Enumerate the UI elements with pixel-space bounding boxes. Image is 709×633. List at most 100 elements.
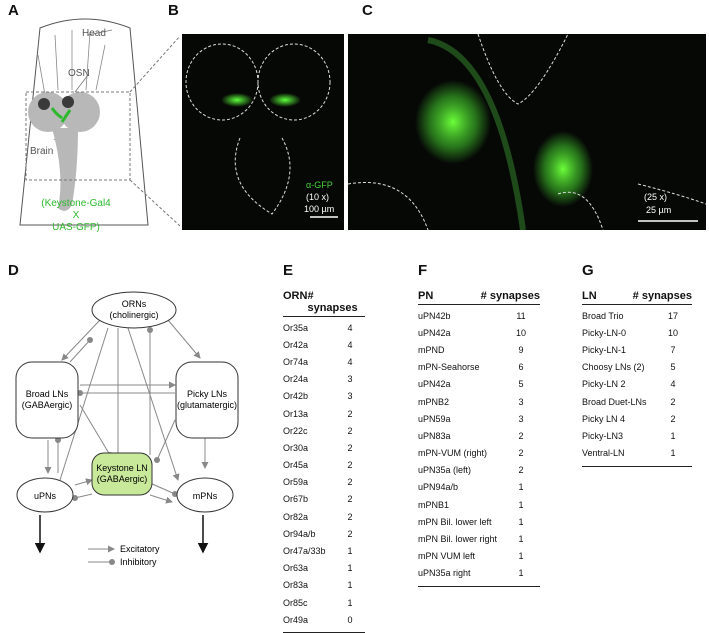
row-synapse-count: 1 xyxy=(670,448,676,459)
row-synapse-count: 9 xyxy=(518,344,524,355)
row-name: mPNB2 xyxy=(418,396,450,407)
row-synapse-count: 2 xyxy=(518,430,524,441)
row-name: Or35a xyxy=(283,322,309,333)
table-row: Or35a 4 xyxy=(283,319,365,336)
row-name: Or22c xyxy=(283,425,308,436)
orn-col-header: ORN xyxy=(283,290,308,302)
row-synapse-count: 1 xyxy=(347,580,353,591)
row-name: Or24a xyxy=(283,374,309,385)
row-name: Or30a xyxy=(283,442,309,453)
row-name: Picky-LN 2 xyxy=(582,379,626,390)
table-row: mPNB2 3 xyxy=(418,393,540,410)
row-name: Picky-LN-0 xyxy=(582,327,627,338)
picky-label-2: (glutamatergic) xyxy=(177,400,237,410)
pn-syn-col-header: # synapses xyxy=(480,290,540,302)
row-synapse-count: 1 xyxy=(518,551,524,562)
row-synapse-count: 3 xyxy=(518,396,524,407)
row-synapse-count: 5 xyxy=(518,379,524,390)
row-synapse-count: 11 xyxy=(516,310,526,321)
orns-label-2: (cholinergic) xyxy=(109,310,158,320)
row-synapse-count: 3 xyxy=(518,413,524,424)
table-row: mPND 9 xyxy=(418,341,540,358)
panel-label-e: E xyxy=(283,262,294,279)
row-synapse-count: 1 xyxy=(347,546,353,557)
genotype-line3: UAS-GFP) xyxy=(52,222,100,233)
row-synapse-count: 4 xyxy=(347,356,353,367)
ln-syn-col-header: # synapses xyxy=(632,290,692,302)
table-row: uPN42a 10 xyxy=(418,324,540,341)
row-synapse-count: 1 xyxy=(518,516,524,527)
picky-label-1: Picky LNs xyxy=(187,389,228,399)
row-name: uPN59a xyxy=(418,413,451,424)
orn-syn-col-header: # synapses xyxy=(307,290,358,314)
row-name: Choosy LNs (2) xyxy=(582,362,645,373)
pn-col-header: PN xyxy=(418,290,434,302)
row-synapse-count: 2 xyxy=(347,511,353,522)
head-label: Head xyxy=(82,28,106,39)
row-synapse-count: 2 xyxy=(670,413,676,424)
row-synapse-count: 2 xyxy=(670,396,676,407)
row-synapse-count: 10 xyxy=(515,327,526,338)
row-name: Or67b xyxy=(283,494,309,505)
keystone-label-1: Keystone LN xyxy=(96,463,148,473)
row-synapse-count: 2 xyxy=(518,465,524,476)
row-name: Or85c xyxy=(283,597,308,608)
row-name: Broad Duet-LNs xyxy=(582,396,647,407)
row-synapse-count: 10 xyxy=(667,327,678,338)
panel-label-a: A xyxy=(8,2,19,19)
table-row: Broad Duet-LNs 2 xyxy=(582,393,692,410)
table-row: Or82a 2 xyxy=(283,508,365,525)
row-name: mPNB1 xyxy=(418,499,450,510)
row-synapse-count: 1 xyxy=(347,597,353,608)
row-name: uPN83a xyxy=(418,430,451,441)
row-synapse-count: 1 xyxy=(518,568,524,579)
row-synapse-count: 1 xyxy=(518,534,524,545)
panel-label-g: G xyxy=(582,262,594,279)
row-name: Ventral-LN xyxy=(582,448,625,459)
table-row: uPN35a (left) 2 xyxy=(418,462,540,479)
mag-label-c: (25 x) xyxy=(644,192,668,202)
row-name: mPN-Seahorse xyxy=(418,362,480,373)
row-synapse-count: 3 xyxy=(347,374,353,385)
keystone-label-2: (GABAergic) xyxy=(97,474,148,484)
row-synapse-count: 2 xyxy=(347,460,353,471)
row-name: uPN35a (left) xyxy=(418,465,472,476)
row-name: Or13a xyxy=(283,408,309,419)
table-row: Ventral-LN 1 xyxy=(582,445,692,462)
stain-label: α-GFP xyxy=(306,180,333,190)
row-name: Or94a/b xyxy=(283,528,316,539)
row-synapse-count: 2 xyxy=(347,528,353,539)
micrograph-25x: (25 x) 25 µm xyxy=(348,34,706,230)
row-synapse-count: 1 xyxy=(347,563,353,574)
table-row: mPN-VUM (right)2 xyxy=(418,445,540,462)
row-synapse-count: 2 xyxy=(347,408,353,419)
row-name: uPN42a xyxy=(418,327,451,338)
row-synapse-count: 5 xyxy=(670,362,676,373)
row-name: Picky LN 4 xyxy=(582,413,626,424)
row-synapse-count: 4 xyxy=(347,322,353,333)
keystone-node xyxy=(91,452,153,496)
row-name: Or83a xyxy=(283,580,309,591)
row-name: Or82a xyxy=(283,511,309,522)
row-name: uPN35a right xyxy=(418,568,471,579)
circuit-diagram: ORNs (cholinergic) Broad LNs (GABAergic)… xyxy=(15,291,239,567)
row-synapse-count: 2 xyxy=(347,477,353,488)
row-synapse-count: 0 xyxy=(347,614,353,625)
row-name: mPND xyxy=(418,344,445,355)
table-row: Picky-LN-0 10 xyxy=(582,324,692,341)
row-name: mPN VUM left xyxy=(418,551,476,562)
row-synapse-count: 6 xyxy=(518,362,524,373)
